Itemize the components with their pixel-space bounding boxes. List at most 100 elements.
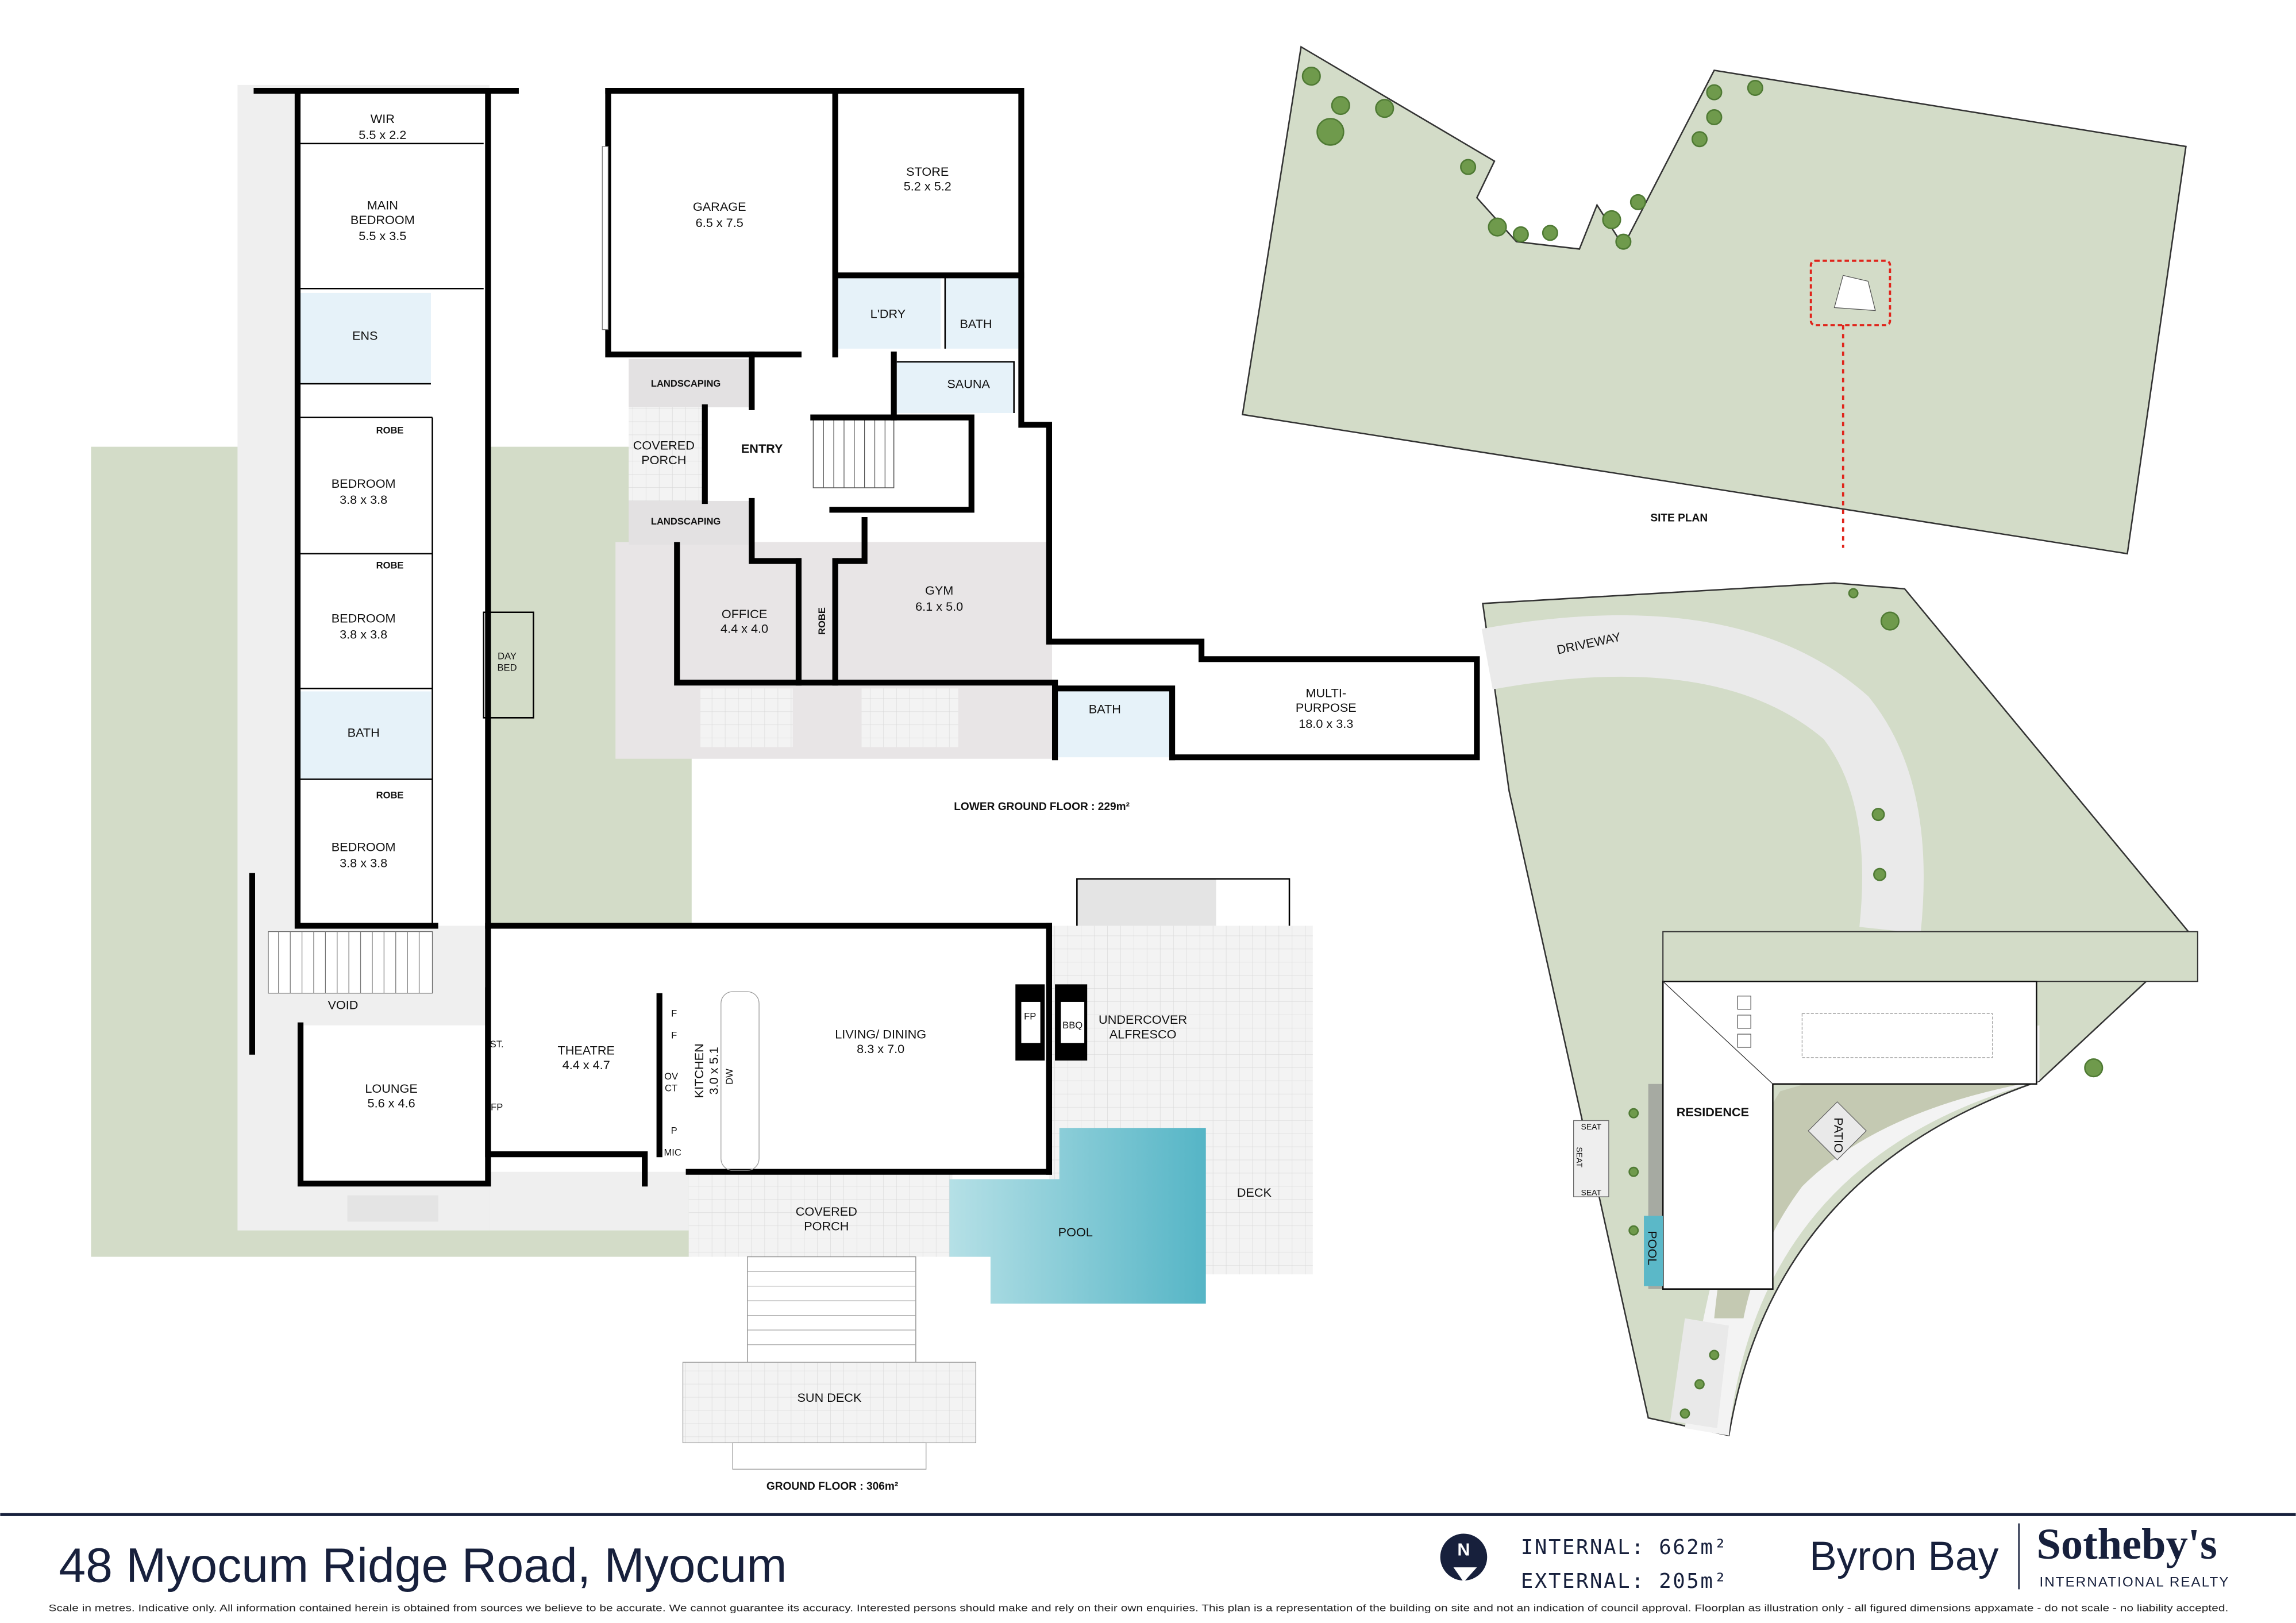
room-label-bedroom-3: BEDROOM	[332, 839, 396, 854]
room-label-deck: DECK	[1237, 1185, 1272, 1200]
ground-floor-heading: GROUND FLOOR : 306m²	[766, 1481, 898, 1493]
room-dims-main-bedroom: 5.5 x 3.5	[359, 229, 406, 243]
room-label-kitchen: KITCHEN	[692, 1043, 706, 1098]
site-label-seat-1: SEAT	[1581, 1122, 1601, 1131]
room-dims-theatre: 4.4 x 4.7	[563, 1058, 610, 1072]
room-label-sun-deck: SUN DECK	[797, 1390, 861, 1405]
driveway-path	[1481, 615, 1924, 934]
kitchen-fridge-2: F	[671, 1030, 677, 1041]
room-label-alfresco-2: ALFRESCO	[1110, 1027, 1177, 1042]
room-label-bedroom-1: BEDROOM	[332, 476, 396, 491]
room-label-covered-porch: COVERED	[796, 1204, 857, 1219]
room-label-robe-2: ROBE	[376, 560, 404, 570]
room-label-office: OFFICE	[722, 607, 767, 621]
internal-area: INTERNAL: 662m²	[1521, 1536, 1728, 1559]
footer: 48 Myocum Ridge Road, Myocum N INTERNAL:…	[0, 1513, 2296, 1614]
lower-ground-floor-plan: GARAGE 6.5 x 7.5 STORE 5.2 x 5.2 L'DRY B…	[602, 87, 1480, 813]
sun-deck-floor	[682, 1362, 977, 1444]
kitchen-microwave: MIC	[664, 1147, 681, 1158]
site-plan-lot: SITE PLAN	[1241, 45, 2187, 555]
kitchen-dw: DW	[724, 1069, 735, 1085]
landscaping-2-area	[629, 500, 752, 545]
lower-ground-heading: LOWER GROUND FLOOR : 229m²	[954, 801, 1130, 813]
ensuite-floor	[301, 292, 431, 384]
room-label-bedroom-2: BEDROOM	[332, 611, 396, 626]
location-marker	[1809, 259, 1891, 326]
room-dims-living-dining: 8.3 x 7.0	[857, 1042, 904, 1056]
room-label-robe-1: ROBE	[376, 425, 404, 436]
external-area: EXTERNAL: 205m²	[1521, 1570, 1728, 1593]
site-plan-heading: SITE PLAN	[1650, 512, 1708, 525]
room-label-entry: ENTRY	[741, 441, 783, 456]
room-dims-bedroom-1: 3.8 x 3.8	[340, 492, 387, 507]
room-label-bbq: BBQ	[1062, 1020, 1082, 1031]
bedroom-wing	[297, 91, 488, 926]
room-label-garage: GARAGE	[693, 199, 746, 214]
sothebys-logo-sub: INTERNATIONAL REALTY	[2039, 1574, 2229, 1590]
property-address: 48 Myocum Ridge Road, Myocum	[59, 1539, 787, 1593]
office-name: Byron Bay	[1809, 1533, 1999, 1579]
room-label-void: VOID	[328, 998, 358, 1012]
north-arrow-icon: N	[1440, 1533, 1488, 1582]
kitchen-fridge-1: F	[671, 1008, 677, 1019]
room-dims-multi-purpose: 18.0 x 3.3	[1299, 716, 1353, 731]
trees	[1301, 67, 1763, 250]
kitchen-pantry: P	[671, 1125, 677, 1136]
front-stairs	[747, 1256, 916, 1363]
room-label-pool: POOL	[1058, 1225, 1093, 1239]
svg-text:N: N	[1457, 1540, 1470, 1560]
room-label-multi-purpose-2: PURPOSE	[1296, 700, 1357, 715]
room-label-main-bedroom-2: BEDROOM	[350, 213, 415, 227]
room-dims-gym: 6.1 x 5.0	[915, 599, 963, 614]
disclaimer: Scale in metres. Indicative only. All in…	[48, 1603, 2228, 1614]
room-label-theatre: THEATRE	[557, 1043, 614, 1058]
room-dims-lounge: 5.6 x 4.6	[368, 1096, 415, 1111]
room-label-bath-upper: BATH	[960, 317, 992, 331]
room-label-covered-porch-2: PORCH	[804, 1219, 849, 1233]
room-label-store: STORE	[906, 164, 949, 179]
room-label-covered-porch-lg: COVERED	[633, 438, 695, 453]
room-dims-wir: 5.5 x 2.2	[359, 128, 406, 142]
kitchen-oven: OV	[664, 1071, 678, 1082]
site-label-pool: POOL	[1646, 1231, 1660, 1265]
room-label-day-bed: DAY	[498, 650, 517, 661]
pool-shape	[949, 1128, 1206, 1304]
room-label-living-dining: LIVING/ DINING	[835, 1027, 926, 1042]
site-label-seat-3: SEAT	[1581, 1188, 1601, 1197]
room-label-gym: GYM	[925, 583, 953, 597]
room-label-lounge-fp: FP	[491, 1102, 503, 1113]
site-label-seat-2: SEAT	[1575, 1147, 1584, 1167]
room-label-ens: ENS	[352, 329, 378, 343]
room-dims-office: 4.4 x 4.0	[721, 621, 768, 635]
room-label-covered-porch-lg-2: PORCH	[641, 453, 686, 467]
room-dims-bedroom-2: 3.8 x 3.8	[340, 627, 387, 642]
site-trees	[1628, 588, 2104, 1419]
room-label-st: ST.	[490, 1039, 504, 1050]
site-label-patio: PATIO	[1832, 1117, 1846, 1153]
site-plan-detail: DRIVEWAY RESIDENCE PATIO POOL SEAT SEAT …	[1481, 582, 2198, 1437]
site-pool	[1644, 1216, 1663, 1286]
porch-area	[629, 407, 705, 501]
ground-floor-labels: WIR 5.5 x 2.2 MAIN BEDROOM 5.5 x 3.5 ENS…	[328, 111, 1272, 1493]
room-label-sauna: SAUNA	[947, 377, 990, 391]
room-label-landscaping-2: LANDSCAPING	[651, 516, 721, 527]
room-label-alfresco: UNDERCOVER	[1099, 1012, 1187, 1027]
main-living-area	[488, 926, 1049, 1172]
room-label-robe-3: ROBE	[376, 790, 404, 801]
ground-floor-plan: WIR 5.5 x 2.2 MAIN BEDROOM 5.5 x 3.5 ENS…	[91, 84, 1313, 1493]
site-label-residence: RESIDENCE	[1677, 1105, 1749, 1119]
room-dims-store: 5.2 x 5.2	[904, 179, 951, 193]
room-label-wir: WIR	[371, 111, 395, 126]
room-dims-bedroom-3: 3.8 x 3.8	[340, 855, 387, 870]
room-label-living-fp: FP	[1024, 1011, 1036, 1022]
room-label-main-bedroom: MAIN	[367, 198, 398, 213]
room-label-bath: BATH	[348, 725, 380, 739]
room-label-robe-lg: ROBE	[816, 607, 827, 635]
room-label-multi-purpose: MULTI-	[1305, 686, 1346, 700]
lower-ground-labels: GARAGE 6.5 x 7.5 STORE 5.2 x 5.2 L'DRY B…	[633, 164, 1357, 813]
room-label-lounge: LOUNGE	[365, 1081, 417, 1096]
room-dims-garage: 6.5 x 7.5	[696, 215, 743, 230]
bath-floor	[301, 691, 431, 780]
room-label-landscaping-1: LANDSCAPING	[651, 378, 721, 389]
